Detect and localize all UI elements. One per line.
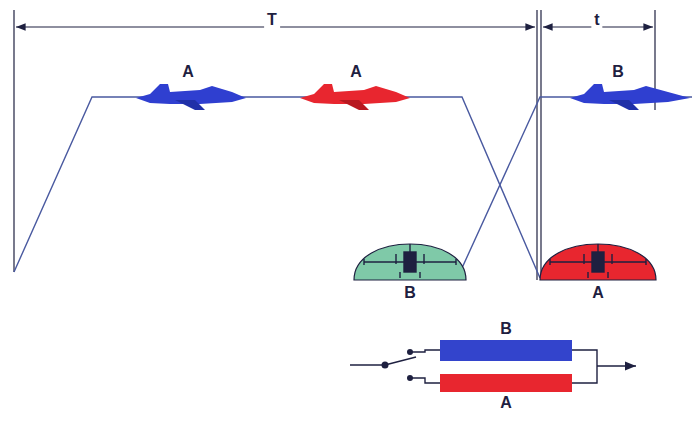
- node-label: A: [496, 392, 516, 414]
- dimension-label: t: [591, 11, 602, 29]
- bar-fill: [440, 374, 572, 392]
- aircraft-label: A: [347, 63, 365, 81]
- shelter-dome: B: [352, 224, 468, 304]
- resistor-bar: B: [440, 318, 572, 361]
- node-label: B: [400, 282, 420, 304]
- dimension-label: T: [264, 11, 280, 29]
- bar-fill: [440, 340, 572, 361]
- node-label: B: [496, 318, 516, 340]
- node-label: A: [588, 282, 608, 304]
- shelter-shape: [538, 224, 658, 282]
- shelter-dome: A: [538, 224, 658, 304]
- aircraft-label: B: [609, 63, 627, 81]
- resistor-bar: A: [440, 374, 572, 414]
- shelter-shape: [352, 224, 468, 282]
- aircraft-label: A: [179, 63, 197, 81]
